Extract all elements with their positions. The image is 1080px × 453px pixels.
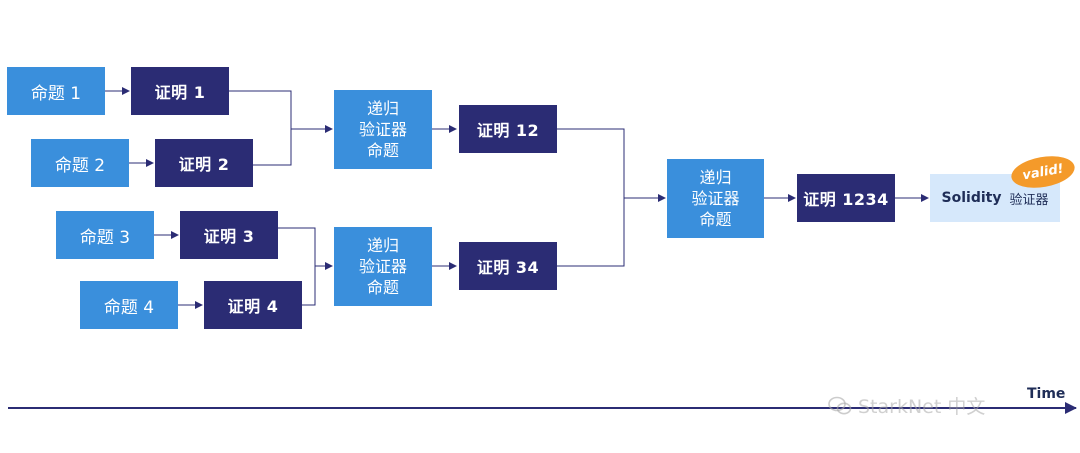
statement-1: 命题 1: [7, 67, 105, 115]
proof-34: 证明 34: [459, 242, 557, 290]
proof-2: 证明 2: [155, 139, 253, 187]
connector-proof12-rec3: [557, 128, 625, 198]
watermark-text: StarkNet 中文: [858, 396, 986, 418]
solidity-verifier-label: 验证器: [1009, 192, 1049, 208]
proof-1: 证明 1: [131, 67, 229, 115]
recursive-verifier-2: 递归 验证器 命题: [334, 227, 432, 306]
connector-proof34-rec3: [557, 198, 625, 267]
proof-1234: 证明 1234: [797, 174, 895, 222]
statement-3: 命题 3: [56, 211, 154, 259]
connector-proof2-rec1: [253, 129, 292, 166]
wechat-icon: [828, 396, 852, 414]
statement-4: 命题 4: [80, 281, 178, 329]
proof-12: 证明 12: [459, 105, 557, 153]
recursive-verifier-1: 递归 验证器 命题: [334, 90, 432, 169]
solidity-verifier-name: Solidity: [941, 190, 1002, 206]
statement-2: 命题 2: [31, 139, 129, 187]
watermark: StarkNet 中文: [828, 392, 985, 419]
connector-proof3-rec2: [278, 227, 316, 266]
connector-proof1-rec1: [229, 90, 292, 129]
recursive-verifier-3: 递归 验证器 命题: [667, 159, 764, 238]
time-axis-label: Time: [1027, 386, 1066, 402]
connector-proof4-rec2: [302, 266, 316, 306]
proof-3: 证明 3: [180, 211, 278, 259]
proof-4: 证明 4: [204, 281, 302, 329]
